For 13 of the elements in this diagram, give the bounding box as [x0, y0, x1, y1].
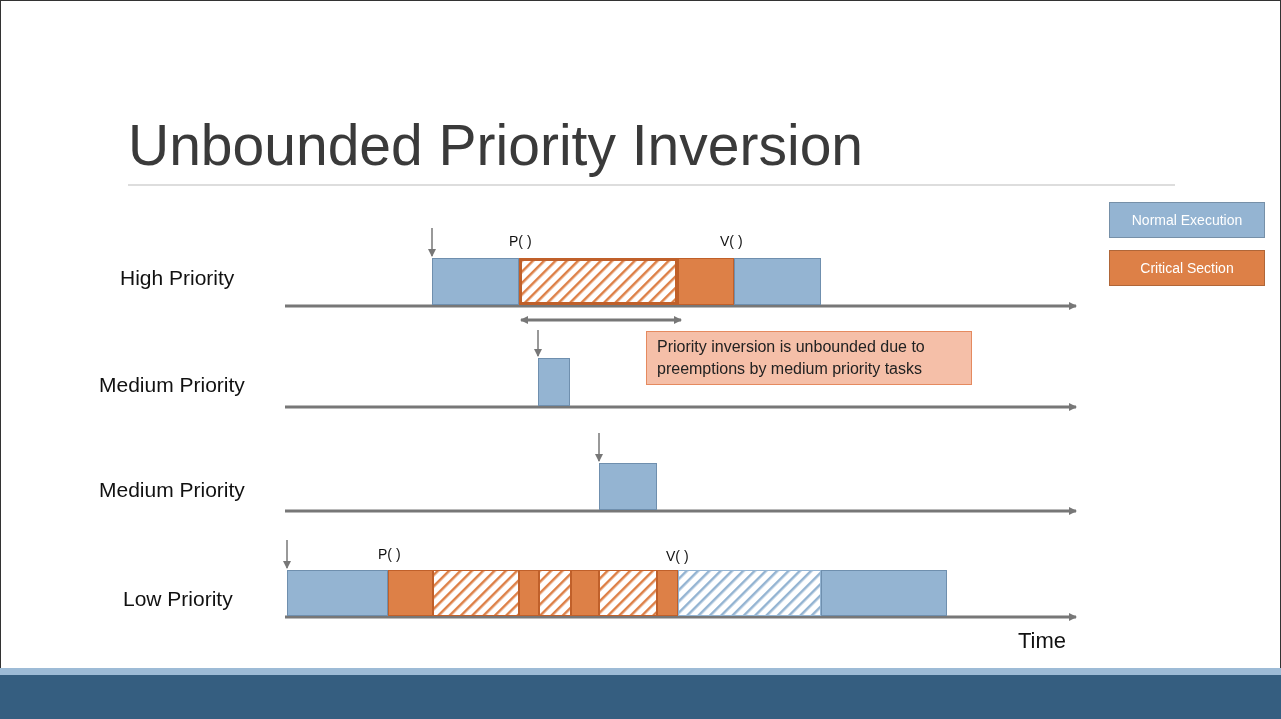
code-label: P( ) [509, 233, 532, 249]
row-label: High Priority [120, 266, 235, 290]
code-label: P( ) [378, 546, 401, 562]
axis-label: Time [1018, 628, 1067, 654]
row-label: Low Priority [123, 587, 233, 611]
callout-box: Priority inversion is unbounded due to preemptions by medium priority tasks [646, 331, 972, 385]
slide-title: Unbounded Priority Inversion [128, 112, 864, 178]
code-label: V( ) [720, 233, 743, 249]
legend-swatch: Normal Execution [1109, 202, 1265, 238]
legend-swatch: Critical Section [1109, 250, 1265, 286]
row-label: Medium Priority [99, 478, 245, 502]
row-label: Medium Priority [99, 373, 245, 397]
code-label: V( ) [666, 548, 689, 564]
